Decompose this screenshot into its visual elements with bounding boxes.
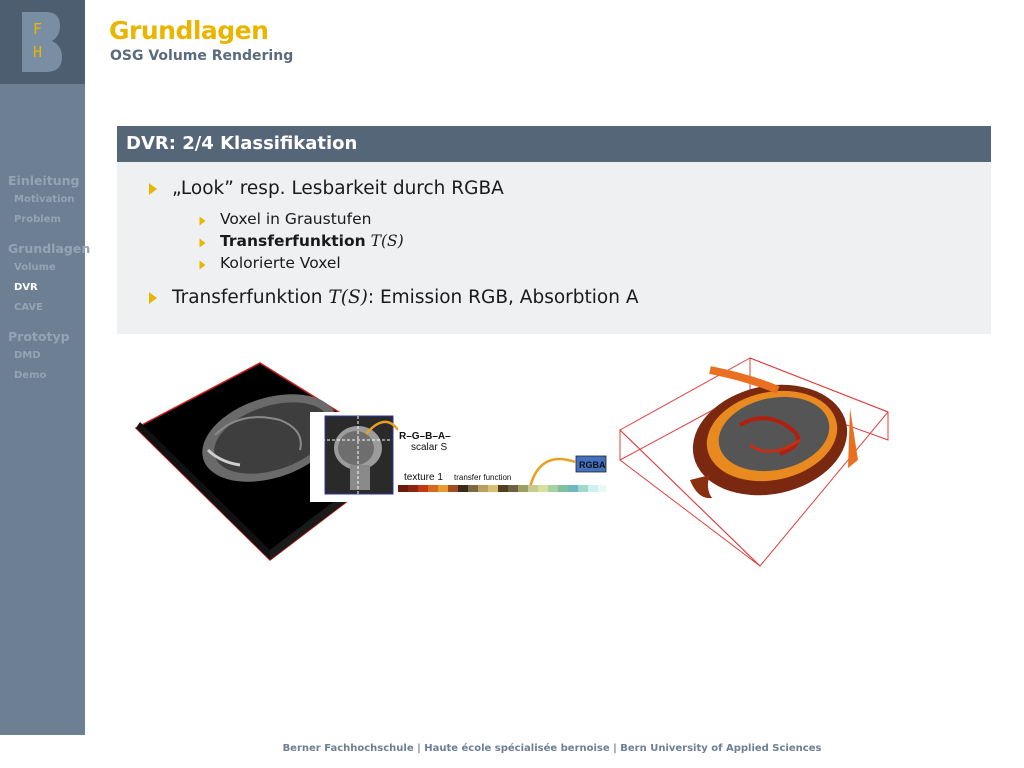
label-scalar: scalar S [411, 442, 447, 453]
sub-bullet-triangle-icon [199, 238, 206, 248]
sub-bullet-voxel-grau: Voxel in Graustufen [220, 210, 372, 228]
nav-section-einleitung[interactable]: Einleitung [8, 173, 80, 188]
bullet-look: „Look” resp. Lesbarkeit durch RGBA [172, 178, 504, 199]
bullet-transferfunktion: Transferfunktion T(S): Emission RGB, Abs… [172, 287, 639, 308]
bullet2-math: T(S) [328, 287, 368, 308]
rendered-volume-image [619, 357, 889, 567]
bullet-triangle-icon [149, 183, 157, 195]
logo-letter-h: H [33, 43, 43, 61]
nav-item-motivation[interactable]: Motivation [14, 194, 75, 205]
bullet2-post: : Emission RGB, Absorbtion A [367, 287, 639, 308]
nav-item-dmd[interactable]: DMD [14, 350, 41, 361]
sub-bullet-transferfunktion-text: Transferfunktion [220, 232, 366, 250]
logo-letters: F H [33, 18, 42, 64]
sub-bullet-triangle-icon [199, 260, 206, 270]
bullet2-pre: Transferfunktion [172, 287, 323, 308]
sub-bullet-kolorierte-voxel: Kolorierte Voxel [220, 254, 341, 272]
sub-bullet-transferfunktion: Transferfunktion T(S) [220, 232, 404, 250]
nav-item-dvr[interactable]: DVR [14, 282, 38, 293]
nav-section-grundlagen[interactable]: Grundlagen [8, 241, 91, 256]
sidebar: F H Einleitung Motivation Problem Grundl… [0, 0, 91, 735]
label-rgba-box: RGBA [579, 460, 606, 470]
nav-item-cave[interactable]: CAVE [14, 302, 43, 313]
page-subtitle: OSG Volume Rendering [110, 48, 294, 64]
content-block: DVR: 2/4 Klassifikation „Look” resp. Les… [117, 126, 991, 334]
nav-item-volume[interactable]: Volume [14, 262, 56, 273]
footer: Berner Fachhochschule | Haute école spéc… [282, 743, 822, 754]
color-ramp [398, 485, 606, 492]
transfer-diagram: R–G–B–A– scalar S texture 1 transfer fun… [310, 412, 608, 502]
sidebar-nav: Einleitung Motivation Problem Grundlagen… [0, 172, 91, 386]
logo[interactable]: F H [0, 0, 85, 84]
page-title: Grundlagen [109, 16, 269, 45]
nav-item-problem[interactable]: Problem [14, 214, 61, 225]
block-title: DVR: 2/4 Klassifikation [117, 126, 991, 162]
label-rgba-chain: R–G–B–A– [399, 431, 451, 442]
bullet-triangle-icon [149, 292, 157, 304]
label-transfer: transfer function [454, 473, 511, 482]
label-texture: texture 1 [404, 472, 443, 483]
sub-bullet-transferfunktion-math: T(S) [370, 232, 404, 250]
nav-item-demo[interactable]: Demo [14, 370, 47, 381]
logo-b-icon [22, 12, 62, 72]
logo-letter-f: F [33, 20, 43, 38]
nav-section-prototyp[interactable]: Prototyp [8, 329, 70, 344]
dvr-figure: R–G–B–A– scalar S texture 1 transfer fun… [134, 357, 889, 567]
sub-bullet-triangle-icon [199, 216, 206, 226]
